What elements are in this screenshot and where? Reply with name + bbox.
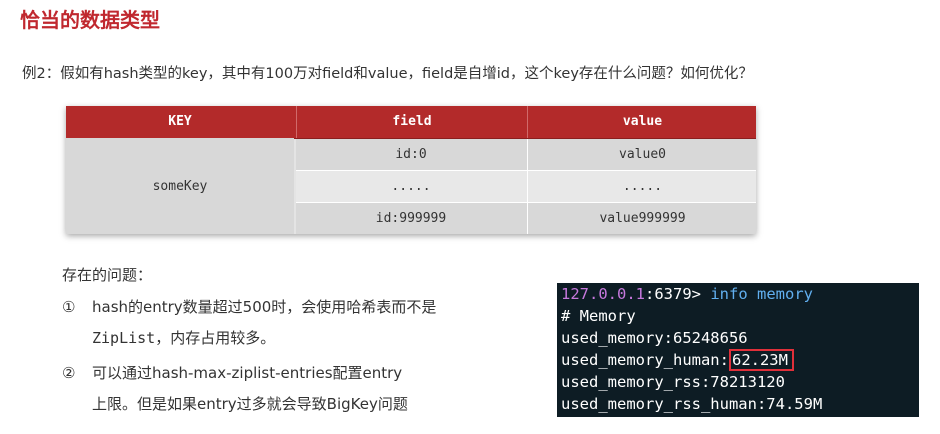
problem-line: 上限。但是如果entry过多就会导致BigKey问题 xyxy=(92,395,408,413)
table-header-row: KEY field value xyxy=(66,106,756,139)
item-number: ② xyxy=(62,364,76,382)
question-text: 例2：假如有hash类型的key，其中有100万对field和value，fie… xyxy=(22,66,753,82)
field-cell: id:999999 xyxy=(375,211,447,226)
terminal-used-memory-rss: used_memory_rss:78213120 xyxy=(561,373,785,391)
hash-table: KEY field value someKey id:0 value0 ....… xyxy=(66,106,756,234)
table-row: ..... ..... xyxy=(296,171,756,202)
problems-title: 存在的问题： xyxy=(62,266,153,284)
table-row: id:0 value0 xyxy=(296,139,756,170)
problem-line: 可以通过hash-max-ziplist-entries配置entry xyxy=(92,364,403,382)
prompt-port: :6379> xyxy=(645,285,711,303)
item-number: ① xyxy=(62,298,76,316)
terminal-section: # Memory xyxy=(561,307,636,325)
value-cell: value0 xyxy=(527,139,757,170)
terminal-used-memory: used_memory:65248656 xyxy=(561,329,748,347)
field-cell: id:0 xyxy=(395,147,427,162)
row-divider xyxy=(296,202,756,203)
value-cell: value999999 xyxy=(527,203,757,234)
field-cell: ..... xyxy=(391,179,431,194)
page-title: 恰当的数据类型 xyxy=(20,8,160,32)
key-cell: someKey xyxy=(66,138,294,234)
terminal-prompt-line: 127.0.0.1:6379> info memory xyxy=(561,283,813,305)
row-divider xyxy=(296,170,756,171)
header-value: value xyxy=(527,106,757,138)
problem-line: ZipList，内存占用较多。 xyxy=(92,329,276,347)
value-cell: ..... xyxy=(527,171,757,202)
header-key: KEY xyxy=(168,114,192,129)
terminal-command: info memory xyxy=(710,285,813,303)
header-field: field xyxy=(296,106,527,138)
terminal-used-memory-human: used_memory_human:62.23M xyxy=(561,349,794,371)
problem-line: hash的entry数量超过500时，会使用哈希表而不是 xyxy=(92,298,437,316)
used-memory-human-label: used_memory_human: xyxy=(561,351,729,369)
table-row: id:999999 value999999 xyxy=(296,203,756,234)
terminal-used-memory-rss-human: used_memory_rss_human:74.59M xyxy=(561,395,823,413)
highlighted-value: 62.23M xyxy=(728,349,794,371)
terminal-window: 127.0.0.1:6379> info memory # Memory use… xyxy=(557,283,919,417)
prompt-host: 127.0.0.1 xyxy=(561,285,645,303)
